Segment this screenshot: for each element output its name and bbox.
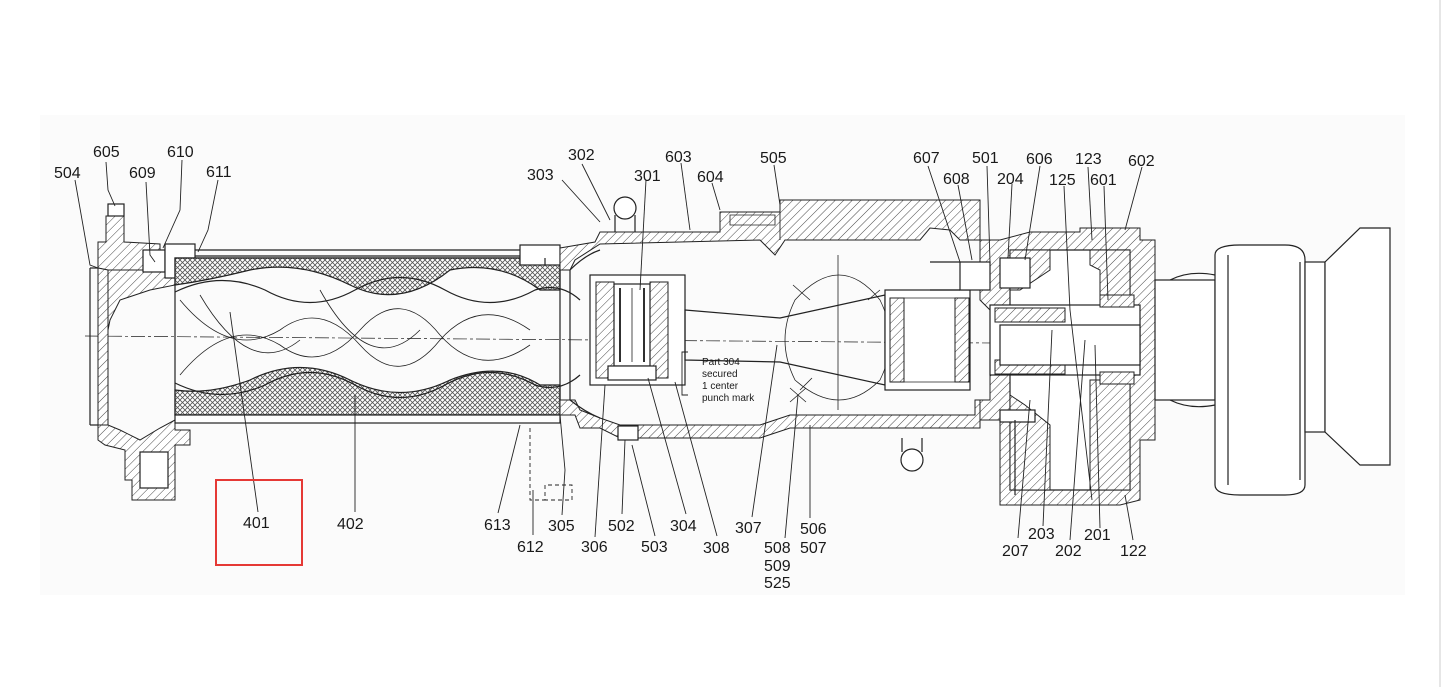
label-602: 602 — [1128, 153, 1155, 170]
label-611: 611 — [206, 164, 232, 181]
label-204: 204 — [997, 171, 1024, 188]
note-line-3: 1 center — [702, 381, 739, 392]
label-507: 507 — [800, 540, 827, 557]
label-122: 122 — [1120, 543, 1147, 560]
label-607: 607 — [913, 150, 940, 167]
label-503: 503 — [641, 539, 668, 556]
label-505: 505 — [760, 150, 787, 167]
label-609: 609 — [129, 165, 156, 182]
label-612: 612 — [517, 539, 544, 556]
note-line-4: punch mark — [702, 393, 755, 404]
label-604: 604 — [697, 169, 724, 186]
suction-housing — [89, 203, 520, 501]
center-line — [84, 335, 1381, 347]
pump-casing — [529, 196, 991, 501]
label-301: 301 — [634, 168, 661, 185]
label-207: 207 — [1002, 543, 1029, 560]
label-509: 509 — [764, 558, 791, 575]
label-610: 610 — [167, 144, 194, 161]
label-525: 525 — [764, 575, 791, 592]
note-line-1: Part 304 — [702, 357, 740, 368]
label-203: 203 — [1028, 526, 1055, 543]
label-402: 402 — [337, 516, 364, 533]
label-308: 308 — [703, 540, 730, 557]
label-401: 401 — [243, 515, 270, 532]
label-508: 508 — [764, 540, 791, 557]
leader-lines — [74, 159, 1143, 541]
label-502: 502 — [608, 518, 635, 535]
label-501: 501 — [972, 150, 999, 167]
connecting-rod — [589, 255, 971, 410]
label-603: 603 — [665, 149, 692, 166]
label-605: 605 — [93, 144, 120, 161]
label-123: 123 — [1075, 151, 1102, 168]
highlight-box-401 — [215, 479, 303, 566]
label-601: 601 — [1090, 172, 1117, 189]
label-202: 202 — [1055, 543, 1082, 560]
label-305: 305 — [548, 518, 575, 535]
label-302: 302 — [568, 147, 595, 164]
label-608: 608 — [943, 171, 970, 188]
label-304: 304 — [670, 518, 697, 535]
drive-unit — [1154, 227, 1391, 496]
label-606: 606 — [1026, 151, 1053, 168]
label-504: 504 — [54, 165, 81, 182]
label-613: 613 — [484, 517, 511, 534]
part-labels: 504 605 609 610 611 401 402 613 612 305 … — [54, 144, 1155, 592]
label-306: 306 — [581, 539, 608, 556]
label-506: 506 — [800, 521, 827, 538]
label-201: 201 — [1084, 527, 1111, 544]
label-125: 125 — [1049, 172, 1076, 189]
rotor-401 — [174, 276, 581, 399]
bearing-housing — [930, 227, 1156, 506]
note-line-2: secured — [702, 369, 738, 380]
note-block: Part 304 secured 1 center punch mark — [681, 351, 755, 404]
label-307: 307 — [735, 520, 762, 537]
label-303: 303 — [527, 167, 554, 184]
